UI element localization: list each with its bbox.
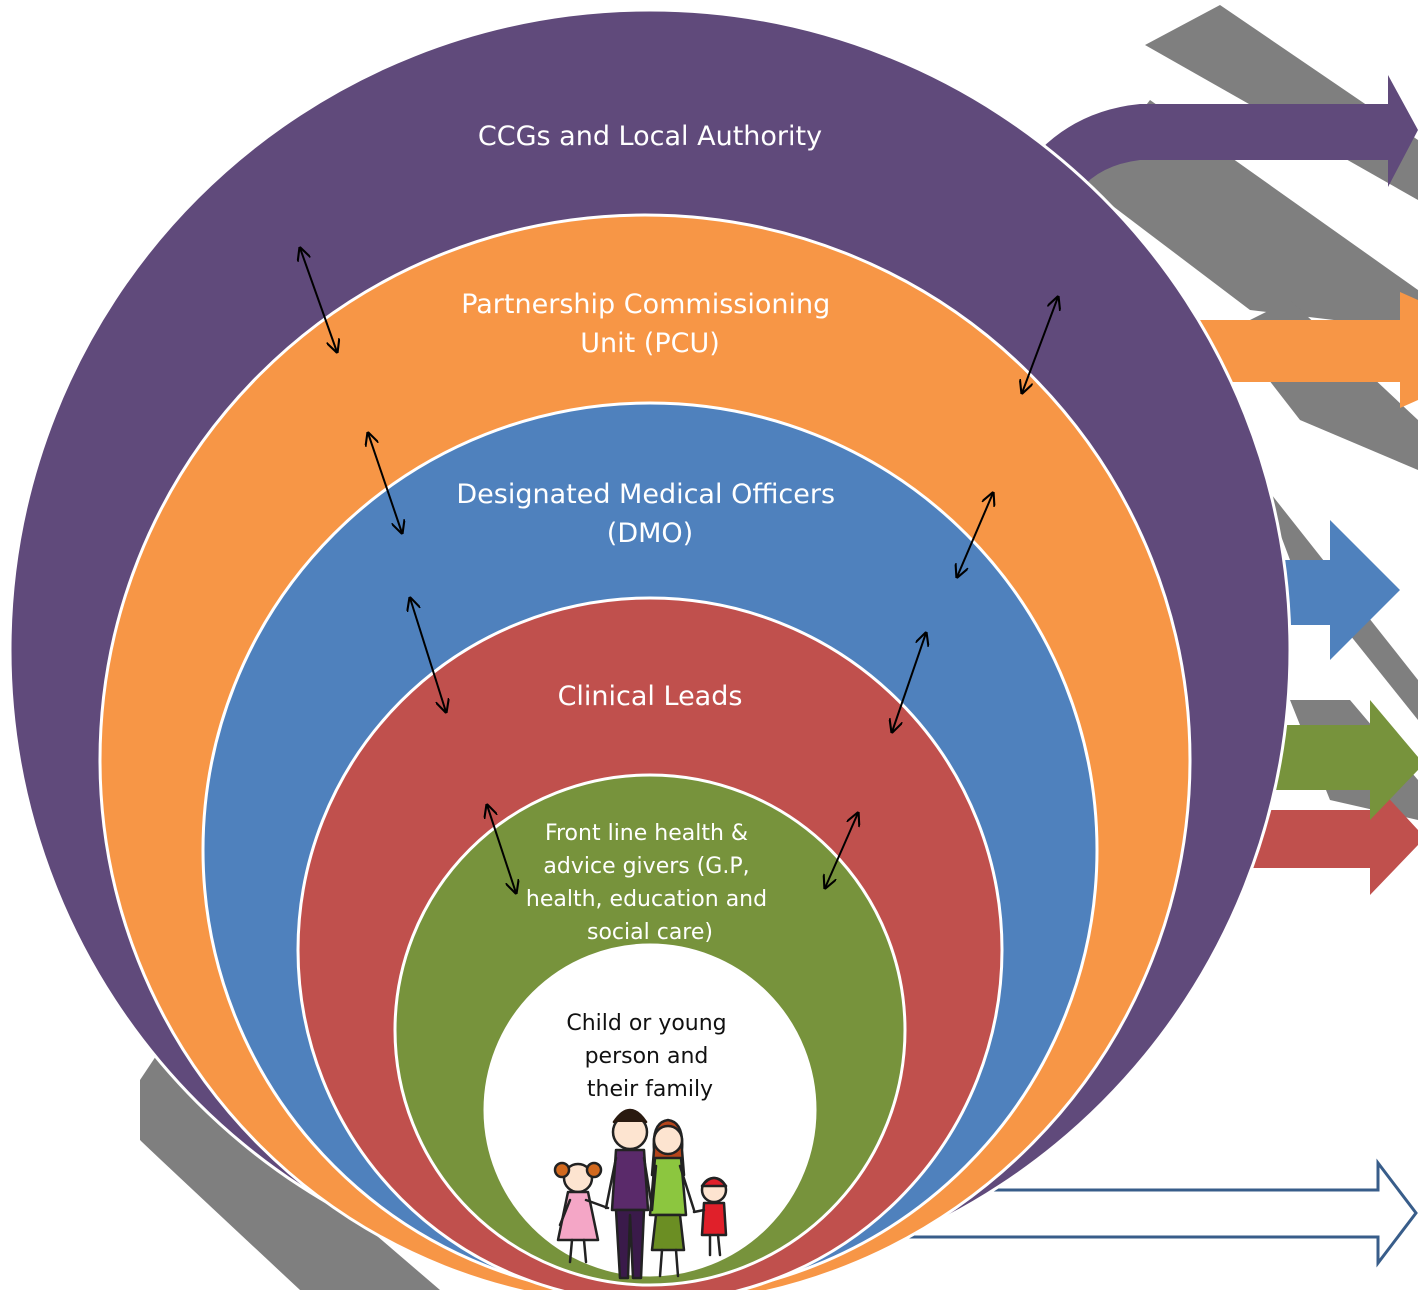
arrow-ccg [1040,75,1418,190]
family-illustration [553,1108,728,1280]
father-figure [604,1108,654,1280]
boy-figure [692,1176,728,1257]
double-arrow-connector [300,248,337,352]
label-clinical-line1: Clinical Leads [558,681,743,712]
double-arrow-connector [368,433,402,533]
mother-figure [648,1118,696,1278]
label-child-line2: person and [585,1044,709,1069]
connectors [300,248,1058,893]
label-child-line3: their family [587,1077,713,1102]
label-frontline-line3: health, education and [526,887,767,912]
double-arrow-connector [825,813,858,888]
double-arrow-connector [892,633,926,732]
label-frontline-line2: advice givers (G.P, [543,854,749,879]
double-arrow-connector [410,598,446,712]
label-clinical: Clinical Leads [558,681,743,712]
label-ccg: CCGs and Local Authority [478,121,822,152]
label-child: Child or young person and their family [566,1011,733,1102]
label-dmo-line1: Designated Medical Officers [456,479,835,510]
label-dmo-line2: (DMO) [607,518,693,549]
double-arrow-connector [1022,297,1058,393]
label-ccg-line1: CCGs and Local Authority [478,121,822,152]
label-frontline: Front line health & advice givers (G.P, … [526,821,774,945]
label-pcu-line2: Unit (PCU) [580,328,720,359]
label-child-line1: Child or young [566,1011,726,1036]
label-pcu: Partnership Commissioning Unit (PCU) [461,289,839,359]
label-frontline-line1: Front line health & [545,821,748,846]
layer-child [483,943,817,1277]
label-dmo: Designated Medical Officers (DMO) [456,479,843,549]
label-pcu-line1: Partnership Commissioning [461,289,830,320]
double-arrow-connector [957,493,993,577]
girl-figure [553,1161,610,1264]
label-frontline-line4: social care) [587,920,713,945]
double-arrow-connector [487,805,516,893]
